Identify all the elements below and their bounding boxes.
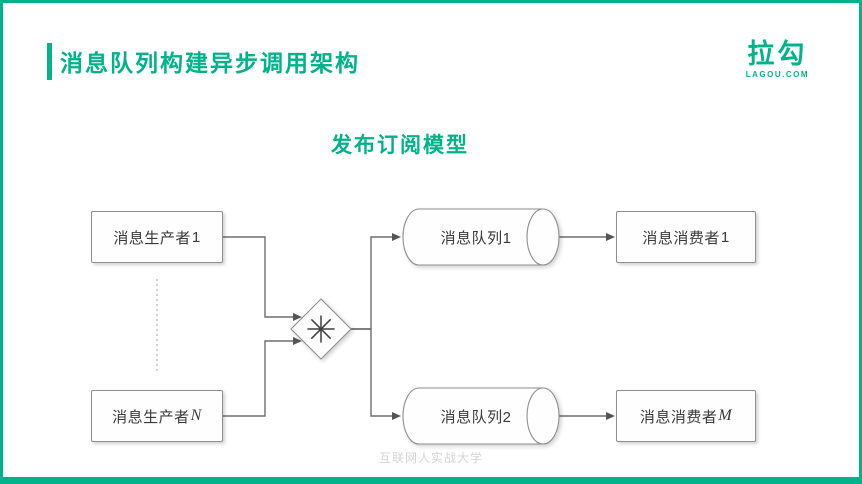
queue-2-label: 消息队列2 — [440, 408, 512, 426]
lagou-logo: 拉勾 LAGOU.COM — [746, 39, 809, 79]
queue-2-cylinder-cap — [526, 387, 560, 445]
queue-2-cylinder-icon — [402, 387, 560, 445]
diagram-title: 发布订阅模型 — [331, 134, 469, 157]
queue-1-label: 消息队列1 — [440, 229, 512, 247]
logo-domain: LAGOU.COM — [745, 70, 809, 79]
connectors — [223, 236, 607, 417]
producer-n-suffix: N — [190, 407, 202, 424]
arrowhead-into-gateway-bottom — [293, 337, 302, 345]
queue-cylinders — [402, 208, 560, 445]
title-accent-bar — [47, 43, 52, 80]
asterisk-star-icon — [307, 315, 335, 343]
consumer-m-label: 消息消费者 — [639, 408, 718, 426]
logo-wordmark: 拉勾 — [747, 39, 808, 69]
arrowhead-into-gateway-top — [293, 313, 302, 321]
arrowheads — [293, 233, 615, 420]
arrowhead-into-consumer1 — [606, 233, 615, 241]
connector-gateway-to-queue2 — [351, 328, 392, 417]
queue-2-cylinder-body — [402, 387, 543, 445]
arrowhead-into-consumerM — [606, 412, 615, 420]
producer-1-suffix: 1 — [191, 228, 201, 246]
arrowhead-into-queue2 — [392, 412, 401, 420]
consumer-m-suffix: M — [718, 407, 733, 424]
diagram-canvas — [156, 208, 615, 445]
consumer-1-suffix: 1 — [720, 228, 730, 246]
producer-n-label: 消息生产者 — [112, 408, 190, 426]
queue-1-cylinder-body — [402, 208, 543, 266]
page-title: 消息队列构建异步调用架构 — [60, 50, 360, 76]
multicast-gateway-icon — [290, 298, 352, 360]
queue-1-cylinder-cap — [526, 208, 560, 266]
connector-producer1-to-gateway — [223, 236, 293, 318]
connector-gateway-to-queue1 — [351, 236, 392, 330]
producer-1-label: 消息生产者 — [113, 229, 191, 247]
connector-producerN-to-gateway — [223, 340, 293, 417]
consumer-1-label: 消息消费者 — [642, 229, 720, 247]
arrowhead-into-queue1 — [392, 233, 401, 241]
queue-1-cylinder-icon — [402, 208, 560, 266]
watermark-text: 互联网人实战大学 — [378, 451, 483, 465]
